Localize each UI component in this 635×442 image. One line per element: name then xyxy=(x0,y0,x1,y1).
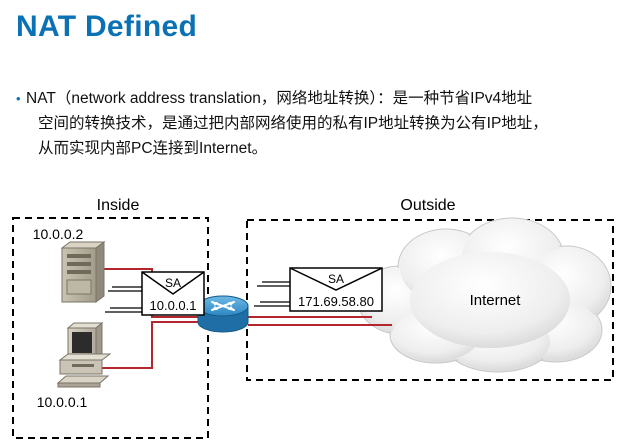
outside-envelope-header: SA xyxy=(328,272,344,286)
inside-packet-envelope: SA 10.0.0.1 xyxy=(105,271,205,316)
outside-envelope-address: 171.69.58.80 xyxy=(298,294,374,309)
pc-icon: 10.0.0.1 xyxy=(37,321,112,410)
inside-envelope-address: 10.0.0.1 xyxy=(150,298,197,313)
definition-paragraph: • NAT（network address translation，网络地址转换… xyxy=(16,86,631,161)
definition-line-2: 空间的转换技术，是通过把内部网络使用的私有IP地址转换为公有IP地址， xyxy=(38,115,548,132)
definition-line-3: 从而实现内部PC连接到Internet。 xyxy=(38,140,268,157)
outside-label: Outside xyxy=(400,197,455,214)
router-icon xyxy=(197,295,249,333)
server-icon: 10.0.0.2 xyxy=(33,226,106,303)
internet-label: Internet xyxy=(470,292,522,309)
bullet-dot: • xyxy=(16,91,21,106)
pc-ip-label: 10.0.0.1 xyxy=(37,394,88,410)
inside-envelope-header: SA xyxy=(165,276,181,290)
outside-zone-boundary xyxy=(246,219,614,381)
inside-label: Inside xyxy=(97,197,140,214)
internet-cloud xyxy=(357,217,612,373)
server-ip-label: 10.0.0.2 xyxy=(33,226,84,242)
definition-line-1: NAT（network address translation，网络地址转换）：… xyxy=(26,90,533,107)
pc-link xyxy=(98,321,200,369)
outside-packet-envelope: SA 171.69.58.80 xyxy=(254,267,383,312)
nat-diagram: Inside Outside Internet xyxy=(12,197,614,439)
slide-title: NAT Defined xyxy=(16,10,198,43)
